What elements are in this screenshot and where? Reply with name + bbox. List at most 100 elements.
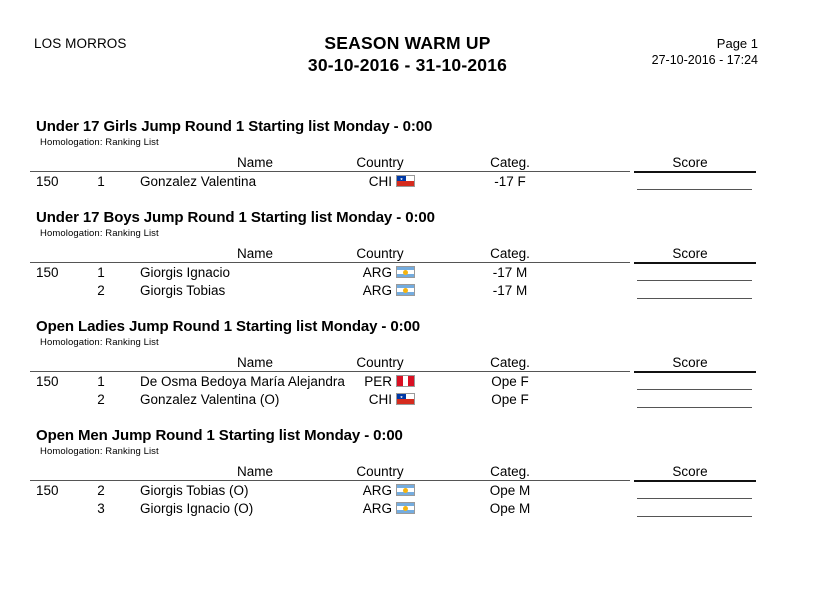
score-entry-line[interactable]: [637, 407, 752, 408]
country-flag-cell: [396, 173, 420, 191]
page-number: Page 1: [716, 36, 758, 51]
table-header-rule: [30, 371, 756, 373]
document-meta: Page 1 27-10-2016 - 17:24: [652, 36, 758, 68]
start-order: 2: [97, 392, 105, 407]
country-flag-cell: [396, 373, 420, 391]
column-header-name: Name: [236, 155, 273, 170]
column-header-country: Country: [356, 464, 404, 479]
column-header-score: Score: [672, 246, 708, 261]
column-header-country: Country: [356, 246, 404, 261]
start-order: 1: [97, 174, 105, 189]
column-header-country: Country: [356, 155, 404, 170]
starting-list-table: Name Country Categ. Score: [30, 354, 756, 371]
score-entry-line[interactable]: [637, 389, 752, 390]
start-order: 2: [97, 283, 105, 298]
homologation-label: Homologation: Ranking List: [40, 228, 159, 239]
start-order: 1: [97, 374, 105, 389]
athlete-name: Gonzalez Valentina: [140, 174, 257, 189]
score-entry-line[interactable]: [637, 298, 752, 299]
flag-chile-icon: [396, 393, 415, 405]
country-flag-cell: [396, 264, 420, 282]
column-header-categ: Categ.: [490, 155, 530, 170]
table-row[interactable]: 2 Gonzalez Valentina (O) CHI Ope F: [30, 391, 756, 409]
table-row[interactable]: 150 1 Gonzalez Valentina CHI -17 F: [30, 173, 756, 191]
athlete-name: Giorgis Ignacio: [140, 265, 231, 280]
event-dates: 30-10-2016 - 31-10-2016: [307, 55, 508, 75]
starting-list-section: Open Men Jump Round 1 Starting list Mond…: [0, 427, 815, 518]
country-code: ARG: [362, 283, 392, 298]
flag-argentina-icon: [396, 266, 415, 278]
category-label: -17 M: [492, 265, 528, 280]
column-header-score: Score: [672, 355, 708, 370]
athlete-bib: 150: [36, 374, 59, 389]
starting-list-body: 150 1 Gonzalez Valentina CHI -17 F: [30, 173, 756, 191]
country-flag-cell: [396, 282, 420, 300]
column-header-categ: Categ.: [490, 355, 530, 370]
table-header-rule: [30, 480, 756, 482]
starting-list-section: Under 17 Girls Jump Round 1 Starting lis…: [0, 118, 815, 191]
athlete-bib: 150: [36, 265, 59, 280]
country-code: ARG: [362, 265, 392, 280]
score-entry-line[interactable]: [637, 498, 752, 499]
athlete-name: Giorgis Ignacio (O): [140, 501, 254, 516]
section-title: Under 17 Girls Jump Round 1 Starting lis…: [36, 118, 433, 135]
score-entry-line[interactable]: [637, 280, 752, 281]
starting-list-section: Under 17 Boys Jump Round 1 Starting list…: [0, 209, 815, 300]
column-header-country: Country: [356, 355, 404, 370]
column-header-score: Score: [672, 464, 708, 479]
column-header-name: Name: [236, 246, 273, 261]
country-code: CHI: [368, 392, 392, 407]
category-label: Ope F: [491, 374, 529, 389]
table-header-rule: [30, 171, 756, 173]
athlete-bib: 150: [36, 174, 59, 189]
country-flag-cell: [396, 391, 420, 409]
print-timestamp: 27-10-2016 - 17:24: [651, 53, 758, 67]
start-order: 3: [97, 501, 105, 516]
section-title: Open Men Jump Round 1 Starting list Mond…: [36, 427, 403, 444]
score-entry-line[interactable]: [637, 516, 752, 517]
homologation-label: Homologation: Ranking List: [40, 337, 159, 348]
homologation-label: Homologation: Ranking List: [40, 446, 159, 457]
starting-list-section: Open Ladies Jump Round 1 Starting list M…: [0, 318, 815, 409]
title-block: SEASON WARM UP 30-10-2016 - 31-10-2016: [0, 33, 815, 76]
country-flag-cell: [396, 482, 420, 500]
starting-list-sections: Under 17 Girls Jump Round 1 Starting lis…: [0, 118, 815, 536]
section-title: Open Ladies Jump Round 1 Starting list M…: [36, 318, 421, 335]
start-order: 2: [97, 483, 105, 498]
country-code: ARG: [362, 483, 392, 498]
country-code: CHI: [368, 174, 392, 189]
category-label: -17 M: [492, 283, 528, 298]
category-label: -17 F: [494, 174, 526, 189]
flag-peru-icon: [396, 375, 415, 387]
flag-chile-icon: [396, 175, 415, 187]
flag-argentina-icon: [396, 284, 415, 296]
flag-argentina-icon: [396, 502, 415, 514]
flag-argentina-icon: [396, 484, 415, 496]
athlete-name: Gonzalez Valentina (O): [140, 392, 280, 407]
column-header-categ: Categ.: [490, 464, 530, 479]
homologation-label: Homologation: Ranking List: [40, 137, 159, 148]
page-header: LOS MORROS SEASON WARM UP 30-10-2016 - 3…: [0, 0, 815, 90]
category-label: Ope F: [491, 392, 529, 407]
athlete-name: Giorgis Tobias (O): [140, 483, 249, 498]
score-entry-line[interactable]: [637, 189, 752, 190]
section-title: Under 17 Boys Jump Round 1 Starting list…: [36, 209, 435, 226]
club-name: LOS MORROS: [34, 36, 127, 51]
athlete-bib: 150: [36, 483, 59, 498]
column-header-name: Name: [236, 355, 273, 370]
event-title: SEASON WARM UP: [324, 33, 491, 53]
category-label: Ope M: [489, 501, 531, 516]
